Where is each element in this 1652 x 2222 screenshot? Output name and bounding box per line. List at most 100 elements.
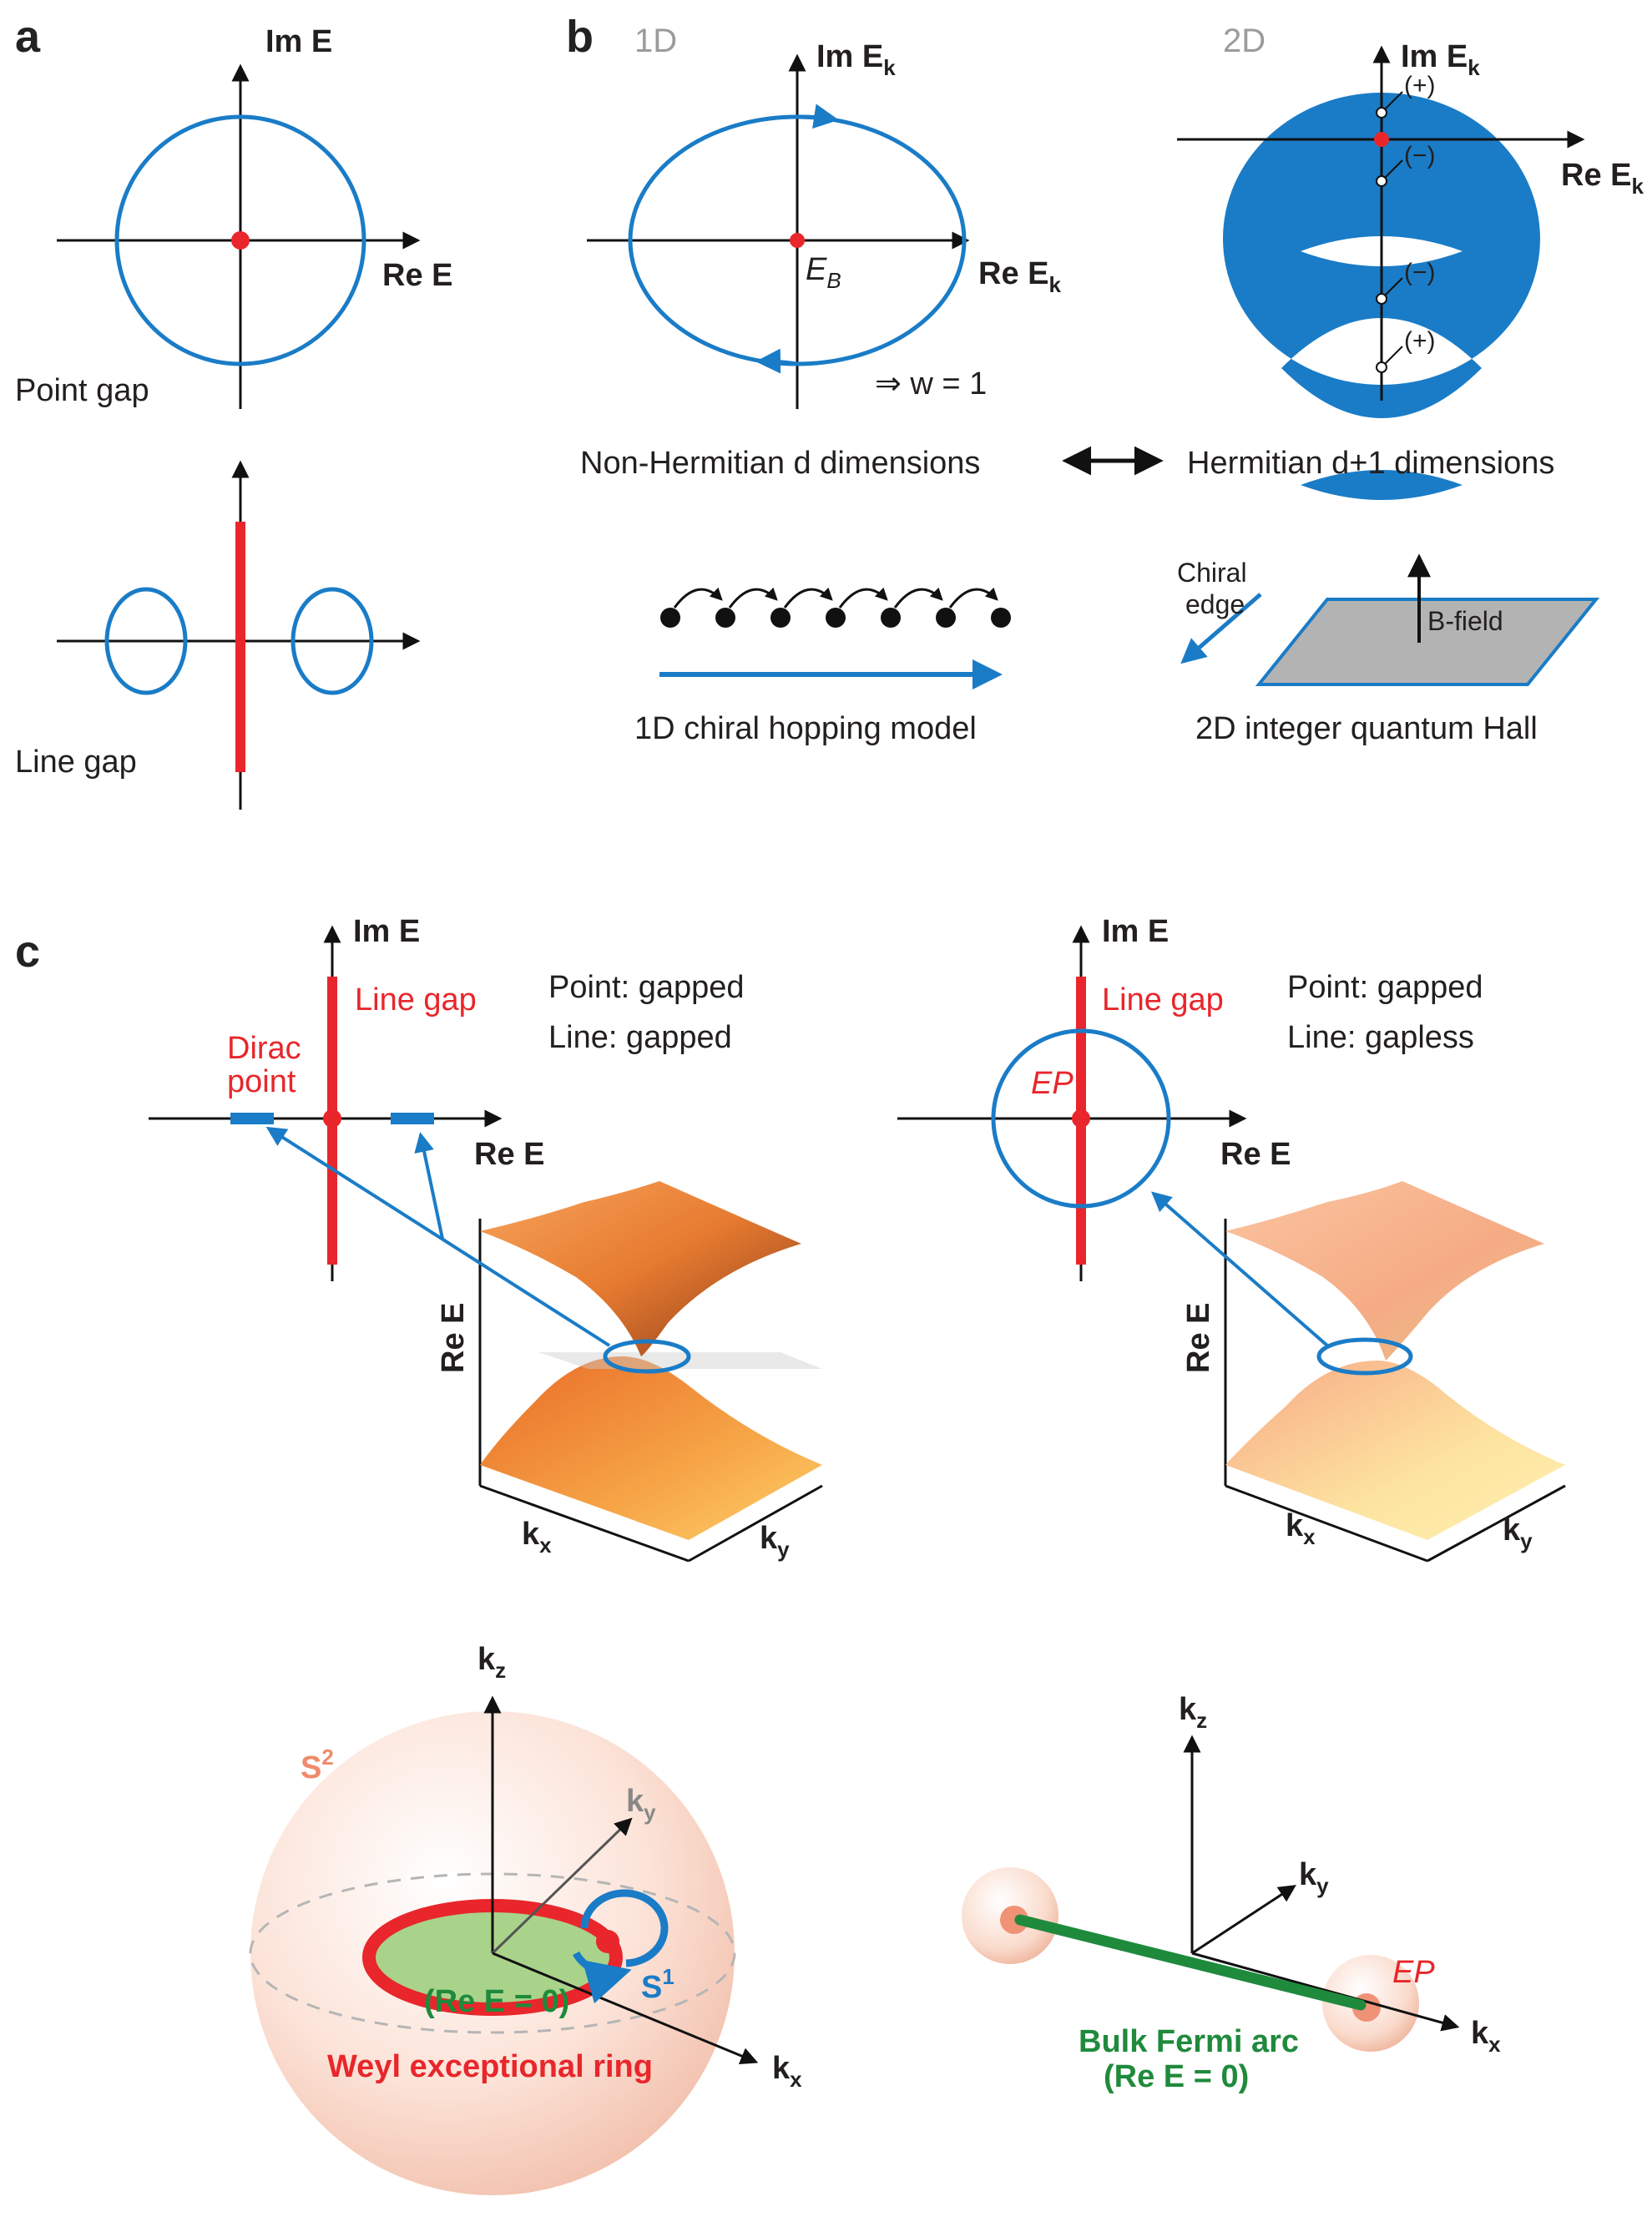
- chiral-hopping-chain: [659, 587, 1011, 689]
- c-right-im-label: Im E: [1102, 914, 1169, 949]
- arc-ky: ky: [1299, 1857, 1329, 1898]
- exceptional-point-left: [1000, 1906, 1028, 1934]
- projection-arrow: [1150, 1191, 1329, 1347]
- upper-band-surface: [1225, 1181, 1544, 1361]
- s2-label: S2: [301, 1745, 334, 1785]
- c-left-surface-re-label: Re E: [436, 1303, 471, 1373]
- point-gap-loop: [114, 114, 366, 366]
- b2-re-axis-label: Re Ek: [1561, 158, 1644, 199]
- chirality-plus-bottom: (+): [1404, 327, 1436, 355]
- bulk-fermi-arc-diagram: [962, 1735, 1460, 2052]
- chirality-minus-bottom: (−): [1404, 259, 1436, 286]
- c-left-im-label: Im E: [353, 914, 420, 949]
- b2-im-axis-label: Im Ek: [1401, 39, 1480, 80]
- eb-label: EB: [806, 252, 841, 293]
- tag-2d: 2D: [1223, 23, 1266, 59]
- c-right-ky: ky: [1503, 1512, 1533, 1553]
- ring-label: Weyl exceptional ring: [327, 2049, 653, 2084]
- kx-axis: [1191, 1952, 1460, 2032]
- point-gap-label: Point gap: [15, 373, 149, 408]
- c-left-kx: kx: [522, 1517, 552, 1558]
- projection-arrow: [265, 1126, 611, 1347]
- arc-label-2: (Re E = 0): [1104, 2059, 1249, 2094]
- ring-point-marker: [596, 1930, 619, 1953]
- chiral-edge-arrow: [1180, 593, 1262, 664]
- c-left-status-point: Point: gapped: [548, 970, 745, 1005]
- loop-direction-arrow: [755, 348, 798, 374]
- ky-axis: [491, 1817, 633, 1955]
- chirality-plus-top: (+): [1404, 72, 1436, 99]
- line-gap-diagram: [57, 460, 421, 810]
- point-gap-loop: [991, 1028, 1171, 1209]
- c-right-line-gap-label: Line gap: [1102, 982, 1224, 1018]
- chiral-edge-label-2: edge: [1185, 589, 1245, 619]
- dirac-loop: [603, 1339, 691, 1374]
- exceptional-point-marker: [1072, 1109, 1090, 1128]
- bulk-fermi-arc: [1014, 1914, 1367, 2011]
- sphere-kx: kx: [772, 2051, 802, 2092]
- base-energy-point: [231, 231, 250, 250]
- panel-b-letter: b: [566, 12, 594, 62]
- kx-axis: [492, 1952, 759, 2065]
- weyl-ring-sphere: [249, 1695, 759, 2195]
- s1-direction-arrow: [573, 1951, 632, 2004]
- ky-axis: [1191, 1885, 1296, 1955]
- loop-direction-arrow: [796, 104, 839, 129]
- projection-arrow: [414, 1132, 444, 1240]
- panel-a-letter: a: [15, 12, 41, 62]
- left-band-loop: [104, 587, 188, 695]
- winding-1d-diagram: [587, 53, 970, 409]
- upper-band-surface: [480, 1181, 801, 1356]
- c-right-surface-re-label: Re E: [1181, 1303, 1216, 1373]
- chirality-point: [1376, 361, 1387, 373]
- c-right-re-label: Re E: [1220, 1137, 1291, 1172]
- chirality-point: [1376, 107, 1387, 119]
- callout-line: [1384, 346, 1403, 365]
- arc-kz: kz: [1179, 1692, 1207, 1733]
- c-left-dirac-cone: [265, 1126, 823, 1563]
- panel-c-letter: c: [15, 927, 40, 977]
- base-energy-point: [790, 233, 805, 248]
- b-im-axis-label: Im Ek: [816, 39, 896, 80]
- exceptional-loop: [1316, 1337, 1413, 1376]
- chirality-point: [1376, 293, 1387, 305]
- c-right-ep-label: EP: [1031, 1066, 1074, 1101]
- arc-kx: kx: [1471, 2016, 1501, 2057]
- c-left-line-gap-label: Line gap: [355, 982, 477, 1018]
- model-2d-label: 2D integer quantum Hall: [1195, 711, 1538, 746]
- sphere-kz: kz: [477, 1642, 506, 1683]
- sphere-ky: ky: [626, 1784, 656, 1825]
- quantum-hall-sample: [1180, 553, 1600, 686]
- chiral-edge-label-1: Chiral: [1177, 558, 1247, 588]
- c-right-exceptional-cone: [1150, 1181, 1566, 1563]
- callout-line: [1384, 277, 1403, 296]
- dirac-label-2: point: [227, 1064, 296, 1099]
- c-right-status-line: Line: gapless: [1287, 1020, 1474, 1055]
- lower-band-surface: [1225, 1361, 1565, 1540]
- dirac-label-1: Dirac: [227, 1031, 301, 1066]
- c-right-plane: [897, 925, 1247, 1281]
- c-left-ky: ky: [760, 1521, 790, 1562]
- lower-band-surface: [480, 1356, 822, 1540]
- arc-ep-label: EP: [1392, 1955, 1435, 1990]
- c-right-status-point: Point: gapped: [1287, 970, 1483, 1005]
- duality-left-label: Non-Hermitian d dimensions: [580, 446, 980, 481]
- a-re-axis-label: Re E: [382, 258, 452, 293]
- arc-label-1: Bulk Fermi arc: [1079, 2024, 1299, 2059]
- base-energy-point: [1374, 132, 1389, 147]
- model-1d-label: 1D chiral hopping model: [634, 711, 977, 746]
- point-gap-diagram: [57, 63, 421, 409]
- duality-right-label: Hermitian d+1 dimensions: [1187, 446, 1554, 481]
- dirac-point-marker: [323, 1109, 341, 1128]
- line-gap-label: Line gap: [15, 745, 137, 780]
- ring-region-label: (Re E = 0): [424, 1984, 569, 2019]
- s1-loop: [580, 1889, 669, 1967]
- a-im-axis-label: Im E: [265, 24, 332, 59]
- b-field-label: B-field: [1427, 606, 1503, 636]
- s1-label: S1: [641, 1964, 674, 2005]
- b-re-axis-label: Re Ek: [978, 256, 1061, 297]
- chirality-minus-top: (−): [1404, 142, 1436, 169]
- chirality-point: [1376, 175, 1387, 187]
- c-right-kx: kx: [1286, 1508, 1316, 1549]
